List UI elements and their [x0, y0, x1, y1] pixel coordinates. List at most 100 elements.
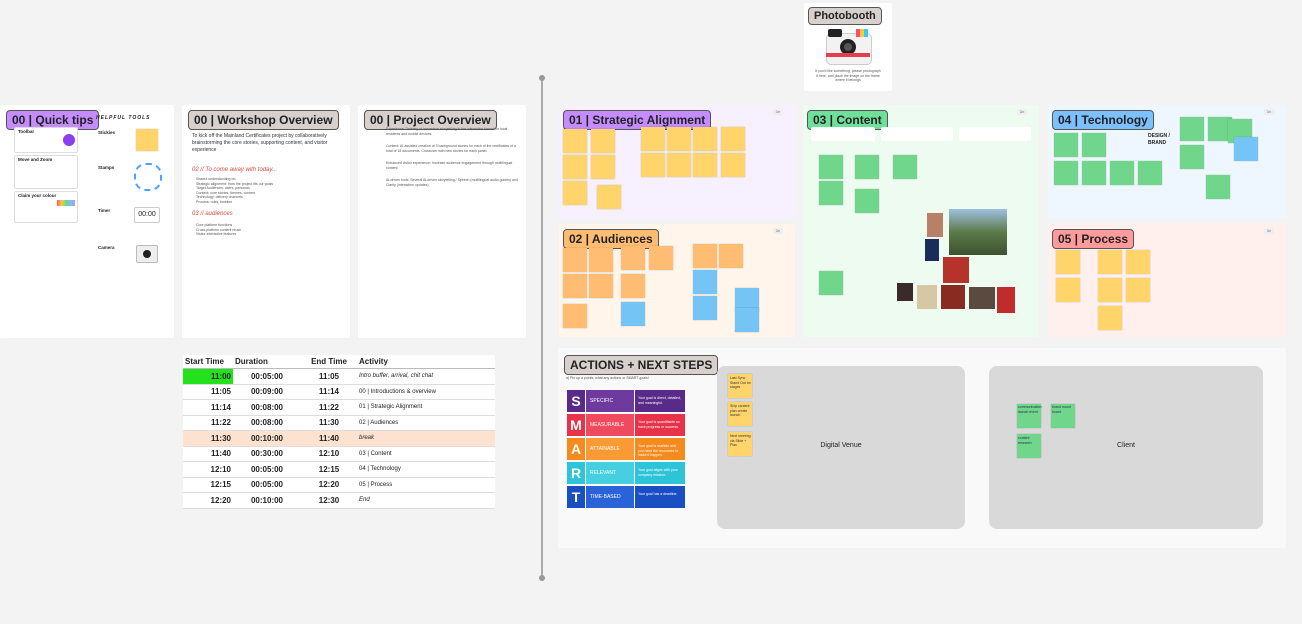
- client-note-1: communication launch event: [1018, 405, 1042, 414]
- sticky-note[interactable]: [641, 127, 665, 151]
- sticky-note[interactable]: [1234, 137, 1258, 161]
- table-row: 11:00 00:05:00 11:05 Intro buffer, arriv…: [183, 368, 495, 385]
- sticky-note[interactable]: [649, 246, 673, 270]
- strategic-alignment-frame[interactable]: 01 | Strategic Alignment 1×: [559, 105, 795, 218]
- sticky-note[interactable]: [1051, 404, 1075, 428]
- photo-thumbnail[interactable]: [941, 285, 965, 309]
- sticky-note[interactable]: [563, 155, 587, 179]
- sticky-note[interactable]: [1126, 250, 1150, 274]
- digital-venue-panel[interactable]: Digital Venue: [717, 366, 965, 529]
- sticky-note[interactable]: [621, 302, 645, 326]
- sticky-note[interactable]: [1110, 161, 1134, 185]
- sticky-note[interactable]: [728, 374, 752, 398]
- sticky-note[interactable]: [728, 402, 752, 426]
- sticky-note[interactable]: [1056, 250, 1080, 274]
- sticky-note[interactable]: [1017, 434, 1041, 458]
- technology-title: 04 | Technology: [1052, 110, 1154, 130]
- sticky-note[interactable]: [721, 127, 745, 151]
- sticky-note[interactable]: [735, 308, 759, 332]
- sticky-note[interactable]: [1098, 306, 1122, 330]
- sticky-note[interactable]: [1126, 278, 1150, 302]
- tool-camera-label: Camera: [98, 245, 115, 250]
- sticky-note[interactable]: [1180, 117, 1204, 141]
- zoom-badge[interactable]: 1×: [773, 228, 783, 234]
- technology-frame[interactable]: 04 | Technology 1× DESIGN / BRAND: [1048, 105, 1286, 218]
- photo-thumbnail[interactable]: [997, 287, 1015, 313]
- photo-thumbnail[interactable]: [943, 257, 969, 283]
- sticky-note[interactable]: [721, 153, 745, 177]
- sticky-note[interactable]: [693, 244, 717, 268]
- sticky-note[interactable]: [1082, 133, 1106, 157]
- sticky-note[interactable]: [563, 129, 587, 153]
- photo-thumbnail[interactable]: [925, 239, 939, 261]
- sticky-note[interactable]: [819, 271, 843, 295]
- zoom-badge[interactable]: 1×: [773, 109, 783, 115]
- colour-swatches[interactable]: [57, 200, 75, 206]
- sticky-note[interactable]: [719, 244, 743, 268]
- zoom-badge[interactable]: 1×: [1264, 109, 1274, 115]
- sticky-note[interactable]: [591, 129, 615, 153]
- sticky-note[interactable]: [667, 153, 691, 177]
- sticky-note[interactable]: [693, 153, 717, 177]
- workshop-list-today: Shared understanding on: Strategic align…: [196, 177, 274, 204]
- sticky-note[interactable]: [591, 155, 615, 179]
- tip-card-move-zoom: Move and Zoom: [14, 155, 78, 189]
- sticky-note[interactable]: [1017, 404, 1041, 428]
- quick-tips-title: 00 | Quick tips: [6, 110, 100, 130]
- divider-handle-top[interactable]: [539, 75, 545, 81]
- sticky-note[interactable]: [667, 127, 691, 151]
- sticky-note[interactable]: [728, 432, 752, 456]
- camera-small-icon: [136, 245, 158, 263]
- sticky-note[interactable]: [855, 189, 879, 213]
- sticky-note[interactable]: [893, 155, 917, 179]
- sticky-note[interactable]: [1098, 250, 1122, 274]
- audiences-frame[interactable]: 02 | Audiences 1×: [559, 224, 795, 337]
- sticky-note[interactable]: [563, 274, 587, 298]
- divider-handle-bottom[interactable]: [539, 575, 545, 581]
- col-start-time: Start Time: [183, 355, 233, 369]
- sticky-note[interactable]: [1138, 161, 1162, 185]
- photo-thumbnail[interactable]: [927, 213, 943, 237]
- sticky-note[interactable]: [597, 185, 621, 209]
- client-label: Client: [1117, 442, 1135, 449]
- sticky-note[interactable]: [641, 153, 665, 177]
- sticky-note[interactable]: [855, 155, 879, 179]
- sticky-note[interactable]: [589, 248, 613, 272]
- process-frame[interactable]: 05 | Process 1×: [1048, 224, 1286, 337]
- sticky-note[interactable]: [819, 155, 843, 179]
- tip-card-claim-colour: Claim your colour: [14, 191, 78, 223]
- sticky-note[interactable]: [1054, 133, 1078, 157]
- content-frame[interactable]: 03 | Content 1×: [803, 105, 1039, 337]
- photo-landscape[interactable]: [949, 209, 1007, 255]
- sticky-note[interactable]: [589, 274, 613, 298]
- sticky-note[interactable]: [621, 274, 645, 298]
- table-row: 12:20 00:10:00 12:30 End: [183, 492, 495, 509]
- sticky-note[interactable]: [1082, 161, 1106, 185]
- sticky-note[interactable]: [563, 181, 587, 205]
- sticky-note[interactable]: [1054, 161, 1078, 185]
- sticky-note[interactable]: [693, 270, 717, 294]
- photobooth-frame[interactable]: Photobooth If you'd like something, plea…: [804, 3, 892, 91]
- zoom-badge[interactable]: 1×: [1264, 228, 1274, 234]
- zoom-badge[interactable]: 1×: [1017, 109, 1027, 115]
- sticky-note[interactable]: [1056, 278, 1080, 302]
- photo-thumbnail[interactable]: [969, 287, 995, 309]
- sticky-note[interactable]: [693, 296, 717, 320]
- photobooth-title: Photobooth: [808, 7, 882, 25]
- quick-tips-frame[interactable]: 00 | Quick tips HELPFUL TOOLS Toolbar Mo…: [0, 105, 174, 338]
- sticky-note[interactable]: [819, 181, 843, 205]
- sticky-note[interactable]: [563, 248, 587, 272]
- photo-thumbnail[interactable]: [897, 283, 913, 301]
- sticky-note[interactable]: [621, 246, 645, 270]
- client-panel[interactable]: Client: [989, 366, 1263, 529]
- workshop-overview-frame[interactable]: 00 | Workshop Overview To kick off the M…: [182, 105, 350, 338]
- sticky-note[interactable]: [1098, 278, 1122, 302]
- project-overview-frame[interactable]: 00 | Project Overview Experience: Delive…: [358, 105, 526, 338]
- sticky-note[interactable]: [1180, 145, 1204, 169]
- digital-venue-label: Digital Venue: [820, 442, 862, 449]
- smart-row-relevant: R RELEVANT Your goal aligns with your co…: [567, 462, 685, 484]
- sticky-note[interactable]: [1206, 175, 1230, 199]
- sticky-note[interactable]: [563, 304, 587, 328]
- sticky-note[interactable]: [693, 127, 717, 151]
- photo-thumbnail[interactable]: [917, 285, 937, 309]
